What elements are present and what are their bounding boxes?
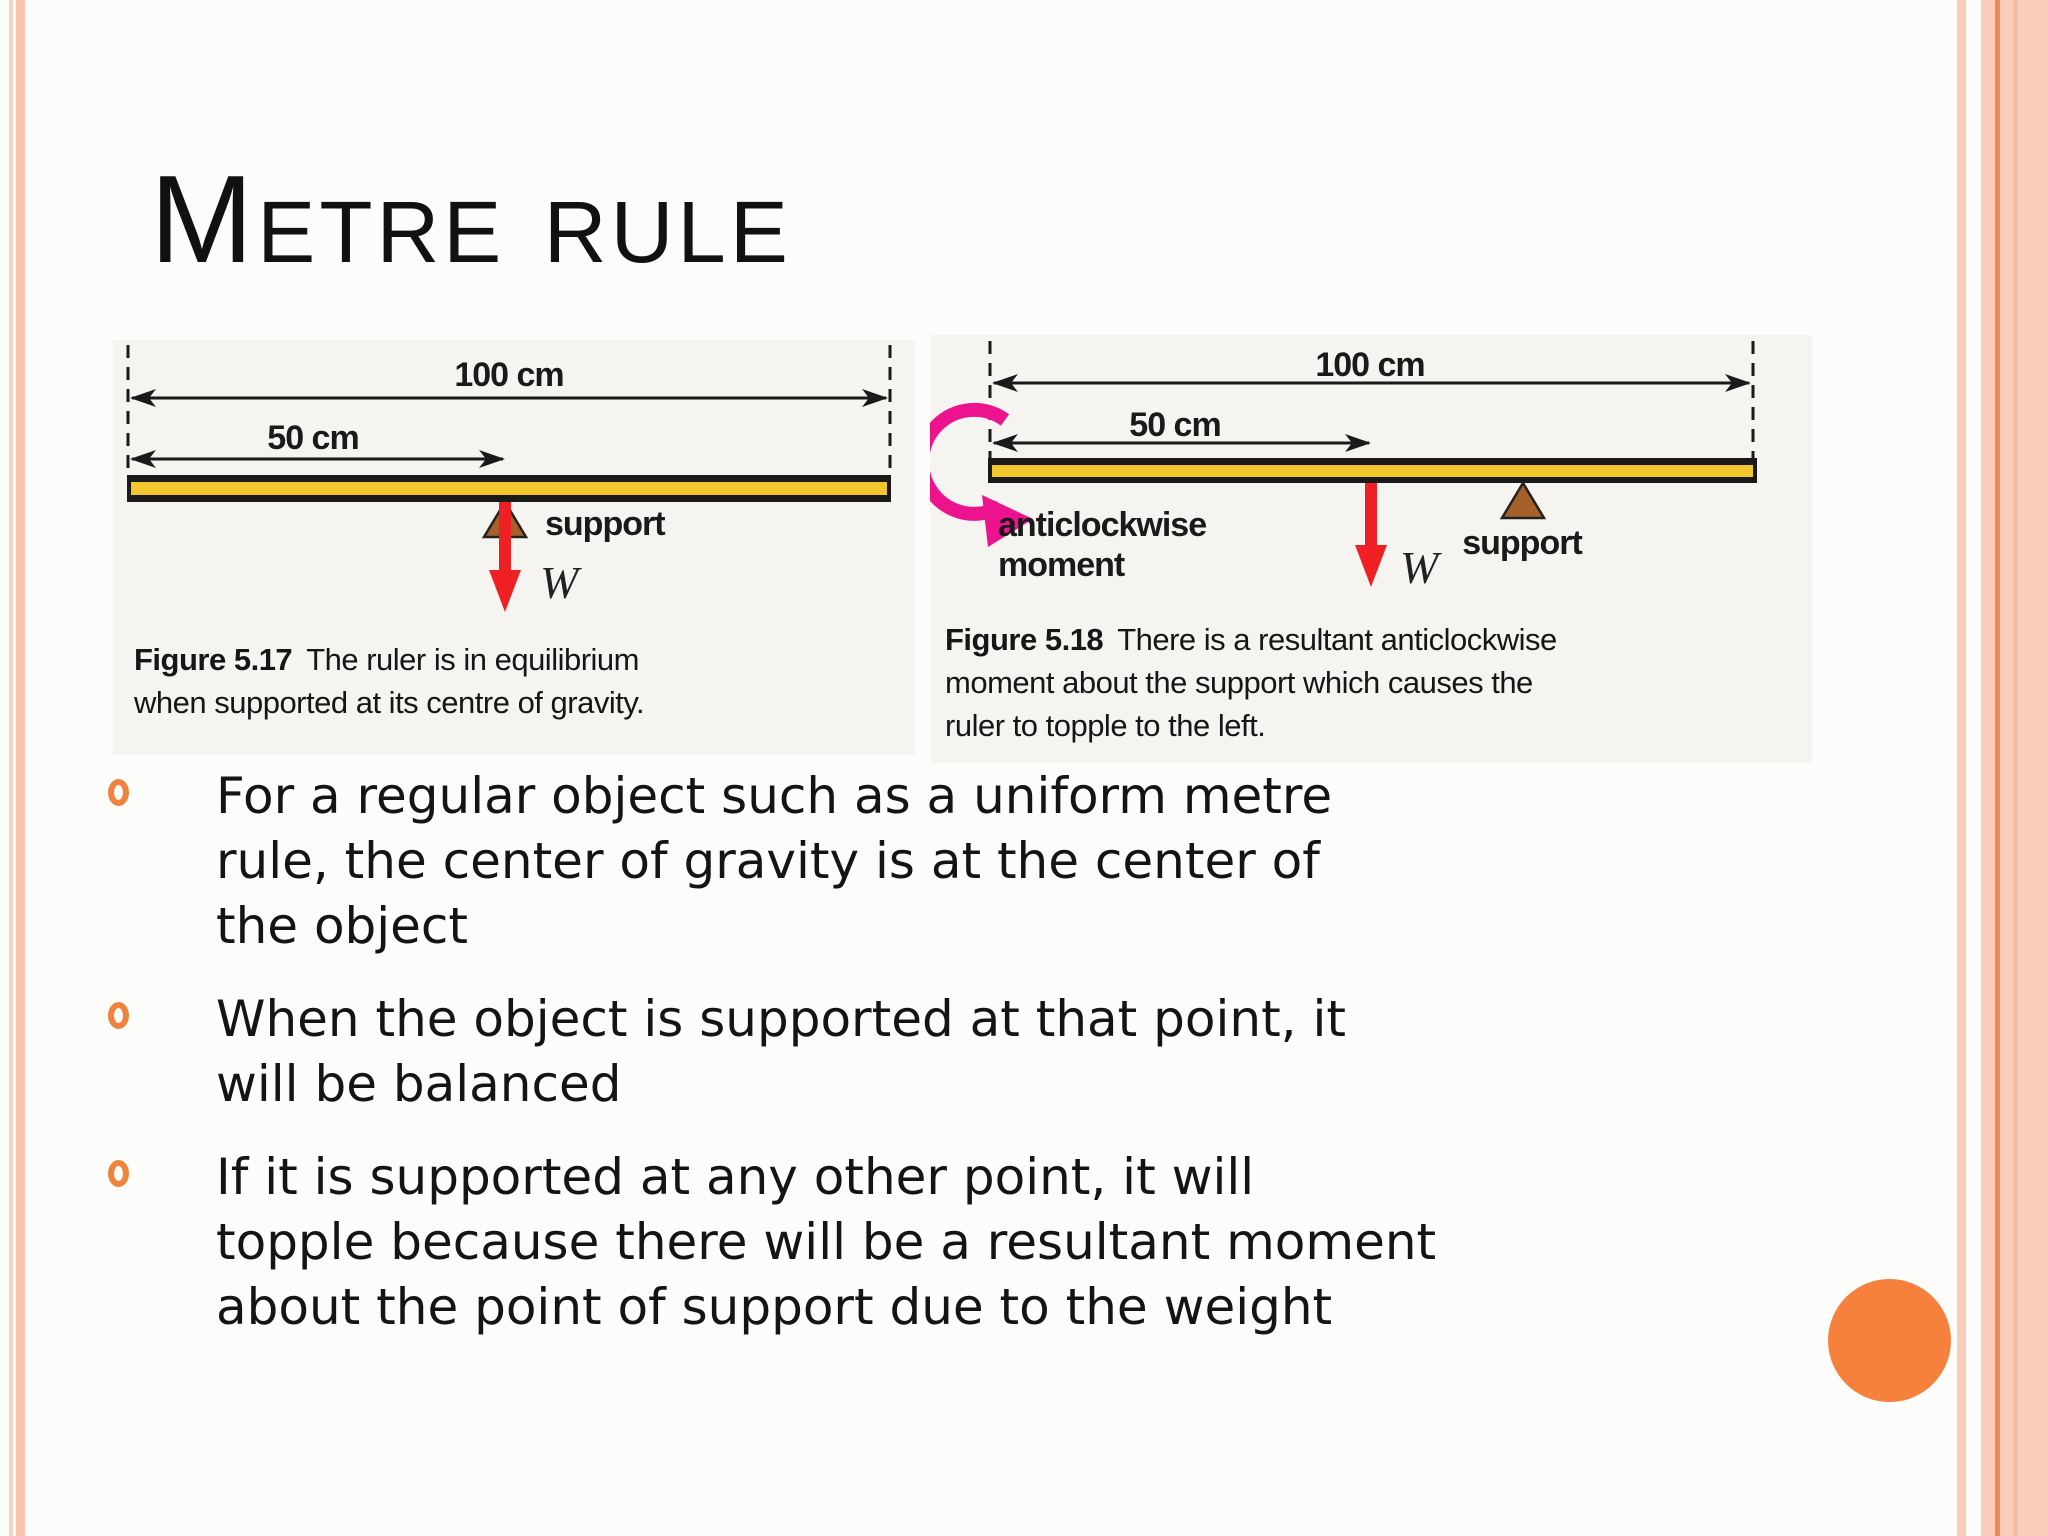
figure-number: Figure 5.18 [945, 622, 1104, 657]
weight-arrow-head [489, 570, 521, 612]
list-item: If it is supported at any other point, i… [108, 1145, 1748, 1340]
figure-caption-text: There is a resultant anticlockwise momen… [945, 622, 1557, 743]
bullet-text: If it is supported at any other point, i… [216, 1148, 1437, 1336]
figure-5-18: 100 cm 50 cm anticlockwise moment suppor… [930, 335, 1812, 763]
left-border-stripe-wide [16, 0, 25, 1536]
weight-label: W [540, 557, 579, 608]
right-border-accent-line [1995, 0, 2000, 1536]
list-item: When the object is supported at that poi… [108, 987, 1748, 1117]
list-item: For a regular object such as a uniform m… [108, 764, 1748, 959]
bullet-icon [108, 1160, 129, 1187]
figure-5-17-diagram [126, 345, 892, 612]
bullet-text: For a regular object such as a uniform m… [216, 767, 1333, 955]
bullet-icon [108, 779, 129, 806]
anticlockwise-moment-arrow-head [982, 495, 1033, 547]
dimension-label-100cm: 100 cm [1315, 346, 1425, 384]
weight-arrow-shaft [1365, 483, 1377, 545]
left-border-stripe-thin [9, 0, 13, 1536]
right-border-inner-stripe [2013, 0, 2018, 1536]
weight-label: W [1400, 542, 1439, 593]
right-border-stripe-thin [1957, 0, 1966, 1536]
figure-number: Figure 5.17 [134, 642, 293, 677]
support-triangle [1499, 480, 1547, 520]
dimension-label-50cm: 50 cm [267, 419, 359, 457]
weight-arrow-head [1355, 545, 1387, 587]
figure-5-18-diagram [930, 341, 1757, 587]
dimension-label-50cm: 50 cm [1129, 406, 1221, 444]
figure-caption-text: The ruler is in equilibrium when support… [134, 642, 645, 720]
ruler-yellow-strip [131, 482, 887, 495]
weight-arrow-shaft [499, 502, 511, 570]
bullet-icon [108, 1002, 129, 1029]
bullet-list: For a regular object such as a uniform m… [108, 764, 1748, 1368]
page-title: Metre rule [150, 151, 792, 289]
support-label: support [1462, 524, 1583, 562]
right-border-band [1981, 0, 2048, 1536]
bullet-text: When the object is supported at that poi… [216, 990, 1346, 1113]
accent-circle [1828, 1279, 1951, 1402]
anticlockwise-moment-label: anticlockwise moment [998, 506, 1207, 584]
dimension-label-100cm: 100 cm [454, 356, 564, 394]
anticlockwise-moment-arc [930, 402, 1010, 521]
ruler-yellow-strip [992, 465, 1753, 477]
support-label: support [545, 505, 666, 543]
